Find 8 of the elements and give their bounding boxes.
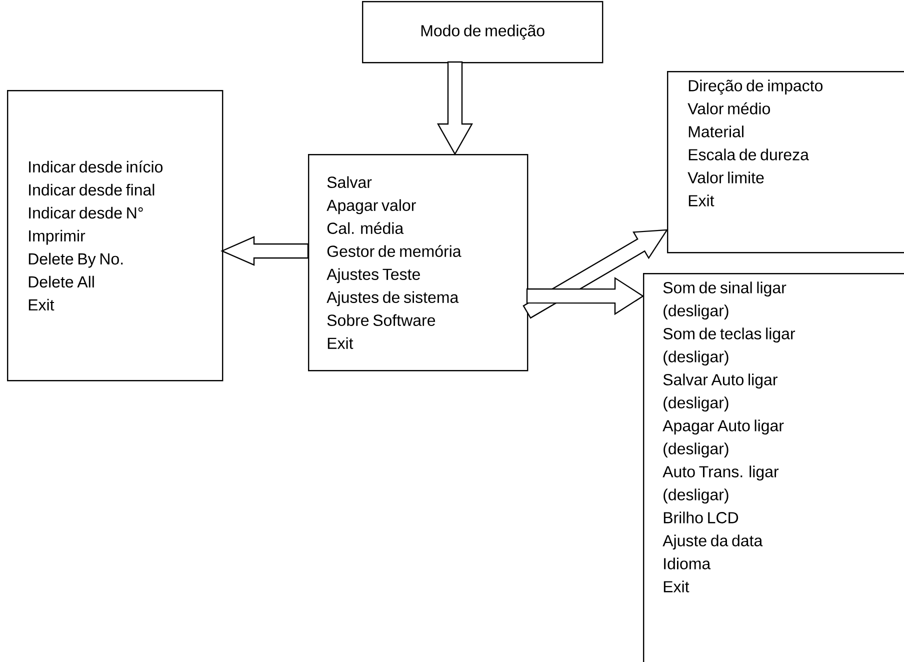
menu-box: Salvar Apagar valor Cal. média Gestor de memória Ajustes Teste Ajustes de sistema Sobre Software Exit xyxy=(308,154,528,372)
hollow-arrow xyxy=(526,276,644,316)
menu-box: Som de sinal ligar (desligar) Som de teclas ligar (desligar) Salvar Auto ligar (desligar) Apagar Auto ligar (desligar) Auto Trans. ligar (desligar) Brilho LCD Ajuste da data Idioma Exit xyxy=(643,273,904,662)
hollow-arrow xyxy=(436,61,473,156)
menu-box: Direção de impacto Valor médio Material Escala de dureza Valor limite Exit xyxy=(667,71,904,254)
menu-box: Modo de medição xyxy=(362,1,604,64)
menu-box: Indicar desde início Indicar desde final Indicar desde N° Imprimir Delete By No. Delete All Exit xyxy=(7,90,224,382)
hollow-arrow xyxy=(220,236,309,266)
